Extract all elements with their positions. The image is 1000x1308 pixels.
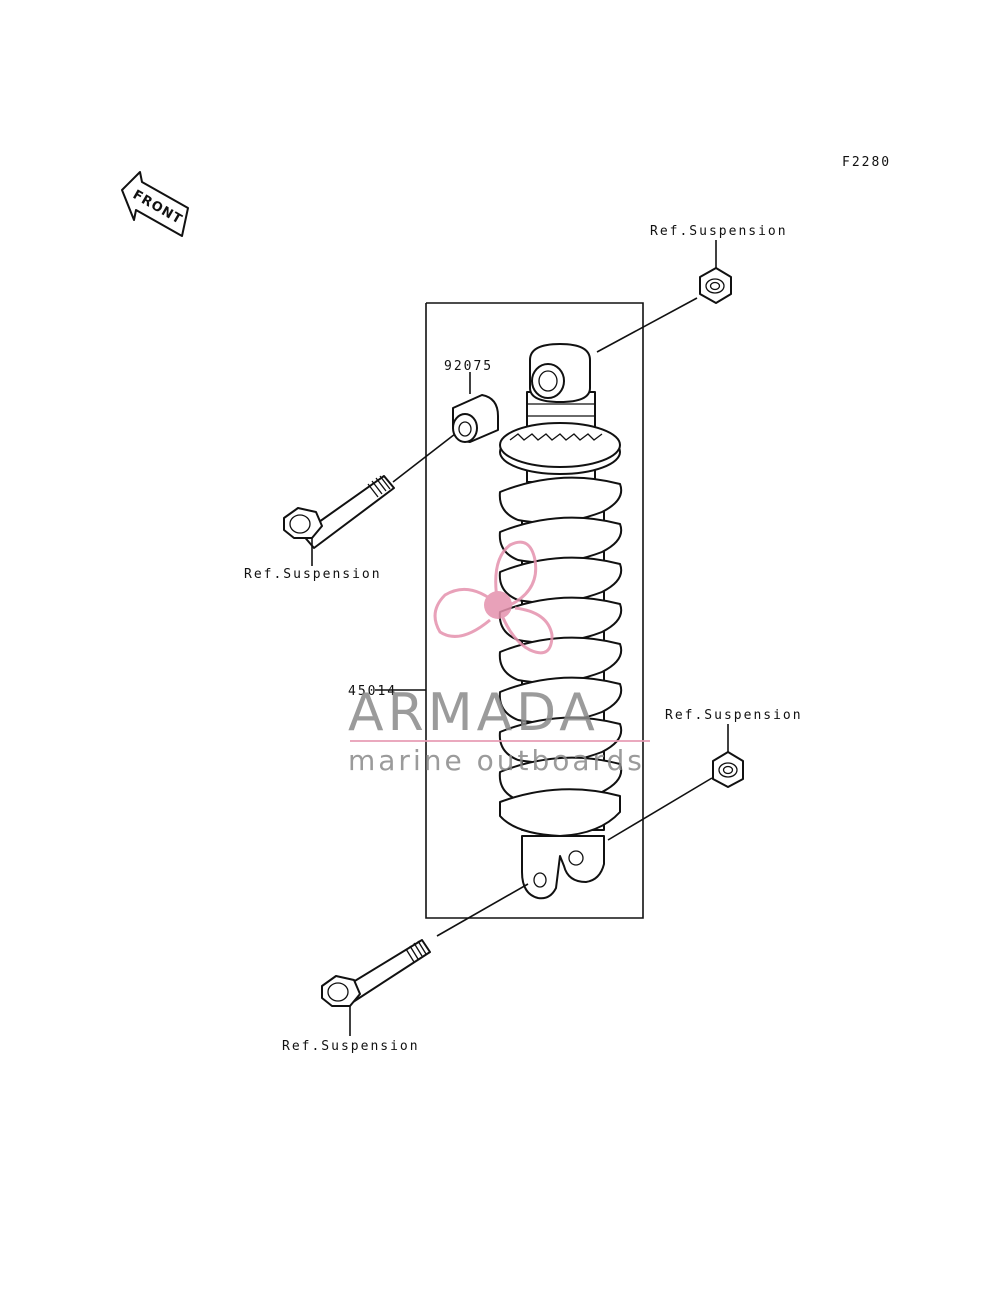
bushing (452, 394, 499, 443)
label-bushing-part: 92075 (444, 359, 493, 374)
axis-line-bottom-nut (607, 777, 713, 841)
label-ref-top-nut: Ref.Suspension (650, 224, 788, 239)
propeller-logo-icon (433, 540, 554, 655)
axis-line-bottom-bolt (436, 883, 529, 937)
assembly-outline (425, 302, 644, 919)
bottom-bolt (321, 939, 431, 1007)
bottom-nut (712, 751, 744, 788)
label-ref-top-bolt: Ref.Suspension (244, 567, 382, 582)
front-arrow-icon: FRONT (121, 171, 189, 237)
top-bolt (283, 475, 395, 549)
shock-absorber (498, 343, 623, 900)
top-nut (699, 267, 732, 304)
label-ref-bottom-bolt: Ref.Suspension (282, 1039, 420, 1054)
label-ref-bottom-nut: Ref.Suspension (665, 708, 803, 723)
label-shock-part: 45014 (348, 684, 397, 699)
watermark-subtitle: marine outboards (348, 744, 645, 777)
watermark: ARMADA marine outboards (348, 540, 650, 777)
axis-line-top-nut (596, 297, 698, 353)
watermark-title: ARMADA (348, 683, 599, 743)
figure-code: F2280 (842, 155, 891, 170)
axis-line-top-bolt (392, 433, 456, 483)
